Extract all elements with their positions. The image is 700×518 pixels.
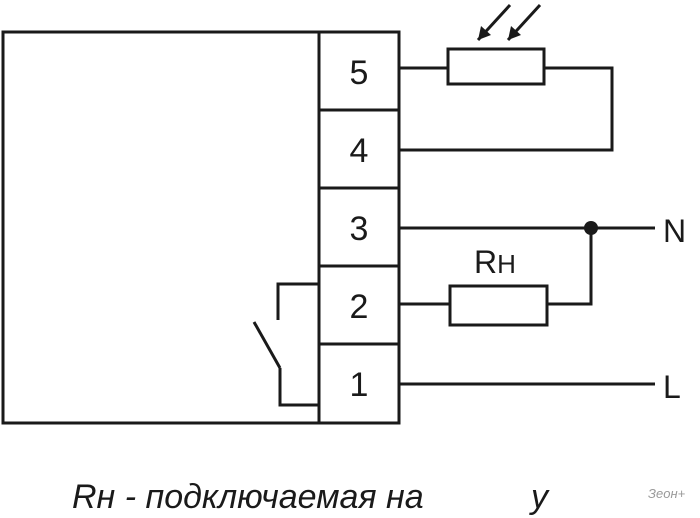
terminal-3-label: 3	[350, 210, 369, 248]
terminal-1-label: 1	[350, 366, 369, 404]
load-resistor-label: RH	[474, 244, 516, 280]
relay-contact-upper	[276, 282, 319, 320]
wire-photoresistor-return	[399, 66, 614, 152]
light-arrows-icon	[476, 3, 542, 42]
relay-contact-lower	[278, 368, 319, 407]
wire-load-return	[547, 228, 593, 306]
terminal-4-label: 4	[350, 132, 369, 170]
load-resistor	[448, 284, 549, 327]
caption-text: Rн - подключаемая на	[72, 478, 424, 516]
watermark-text: Зеон+	[648, 486, 686, 501]
device-housing	[1, 30, 401, 425]
line-label: L	[663, 369, 681, 405]
neutral-label: N	[663, 213, 686, 249]
terminal-5-label: 5	[350, 54, 369, 92]
terminal-2-label: 2	[350, 288, 369, 326]
photoresistor	[446, 47, 546, 86]
caption-tail: у	[529, 478, 550, 516]
relay-contact-blade	[252, 321, 282, 369]
